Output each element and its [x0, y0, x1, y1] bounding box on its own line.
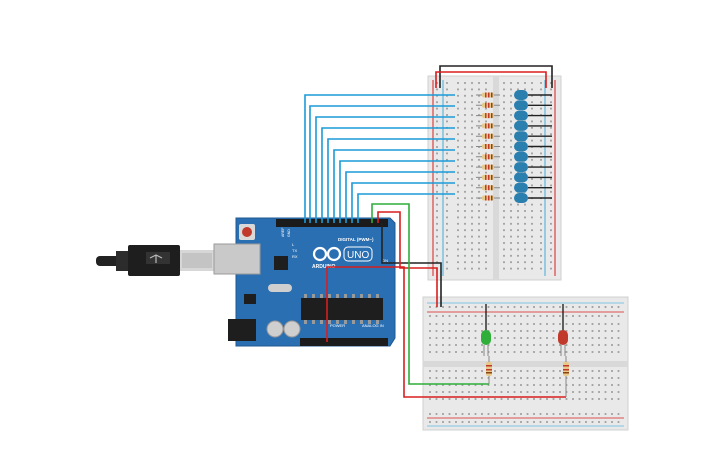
red-signal-wire [326, 266, 566, 398]
resistor-icon [476, 113, 500, 119]
on-label: ON [382, 258, 388, 263]
wire-pin-5 [351, 182, 455, 223]
blue-led-icon [514, 110, 552, 121]
arduino-logo-text: ARDUINO [312, 264, 335, 270]
digital-header-label: DIGITAL (PWM~) [338, 237, 374, 242]
blue-led-icon [514, 120, 552, 131]
pin-label-gnd: GND [287, 229, 291, 237]
analog-header-label: ANALOG IN [362, 323, 384, 328]
power-header-label: POWER [330, 323, 345, 328]
resistor-icon [476, 144, 500, 149]
top-rail-wires [435, 65, 553, 88]
breadboard-bottom [422, 296, 629, 431]
top-black-bridge [439, 65, 553, 88]
power-wires [326, 203, 566, 398]
resistor-icon [476, 174, 500, 180]
blue-led-icon [514, 90, 552, 100]
resistor-bank-top [476, 92, 500, 201]
pin-label-row: AREF GND [281, 228, 291, 237]
tx-label: TX [292, 248, 297, 253]
blue-signal-wires [304, 94, 455, 223]
wire-pin-4 [357, 193, 455, 223]
wire-pin-7 [339, 160, 455, 223]
resistor-icon [476, 185, 500, 191]
resistor-icon [563, 356, 569, 397]
pin-label-aref: AREF [281, 228, 285, 237]
resistor-icon [476, 195, 500, 201]
green-led-icon [481, 330, 491, 356]
resistor-icon [476, 133, 500, 139]
gnd-black-wire [381, 223, 442, 307]
wire-pin-11 [315, 116, 455, 223]
blue-led-icon [514, 193, 552, 203]
blue-led-icon [514, 172, 552, 183]
wire-pin-10 [321, 127, 455, 223]
wire-pin-6 [345, 171, 455, 223]
arduino-uno-board: ARDUINO UNO DIGITAL (PWM~) POWER ANALOG … [213, 217, 396, 347]
red-led-icon [558, 330, 568, 356]
blue-led-icon [514, 141, 552, 152]
resistor-icon [486, 356, 492, 384]
rx-label: RX [292, 254, 298, 259]
resistor-icon [476, 164, 500, 170]
red-5v-wire [377, 211, 438, 307]
blue-led-bank [514, 90, 552, 203]
resistor-icon [476, 92, 500, 98]
usb-plug-icon [96, 245, 214, 276]
wire-pin-9 [327, 138, 455, 223]
blue-led-icon [514, 182, 552, 193]
wire-pin-8 [333, 149, 455, 223]
arduino-logo-icon [312, 246, 342, 262]
bottom-components [481, 304, 569, 397]
wire-pin-12 [309, 105, 455, 223]
blue-led-icon [514, 100, 552, 111]
blue-led-icon [514, 151, 552, 162]
green-signal-wire [371, 203, 489, 385]
resistor-icon [476, 154, 500, 160]
blue-led-icon [514, 131, 552, 142]
resistor-icon [476, 102, 500, 108]
top-red-bridge [435, 71, 547, 88]
wire-pin-13 [304, 94, 455, 223]
blue-led-icon [514, 162, 552, 173]
board-model-label: UNO [347, 250, 369, 261]
resistor-icon [476, 123, 500, 129]
l-label: L [292, 242, 295, 247]
